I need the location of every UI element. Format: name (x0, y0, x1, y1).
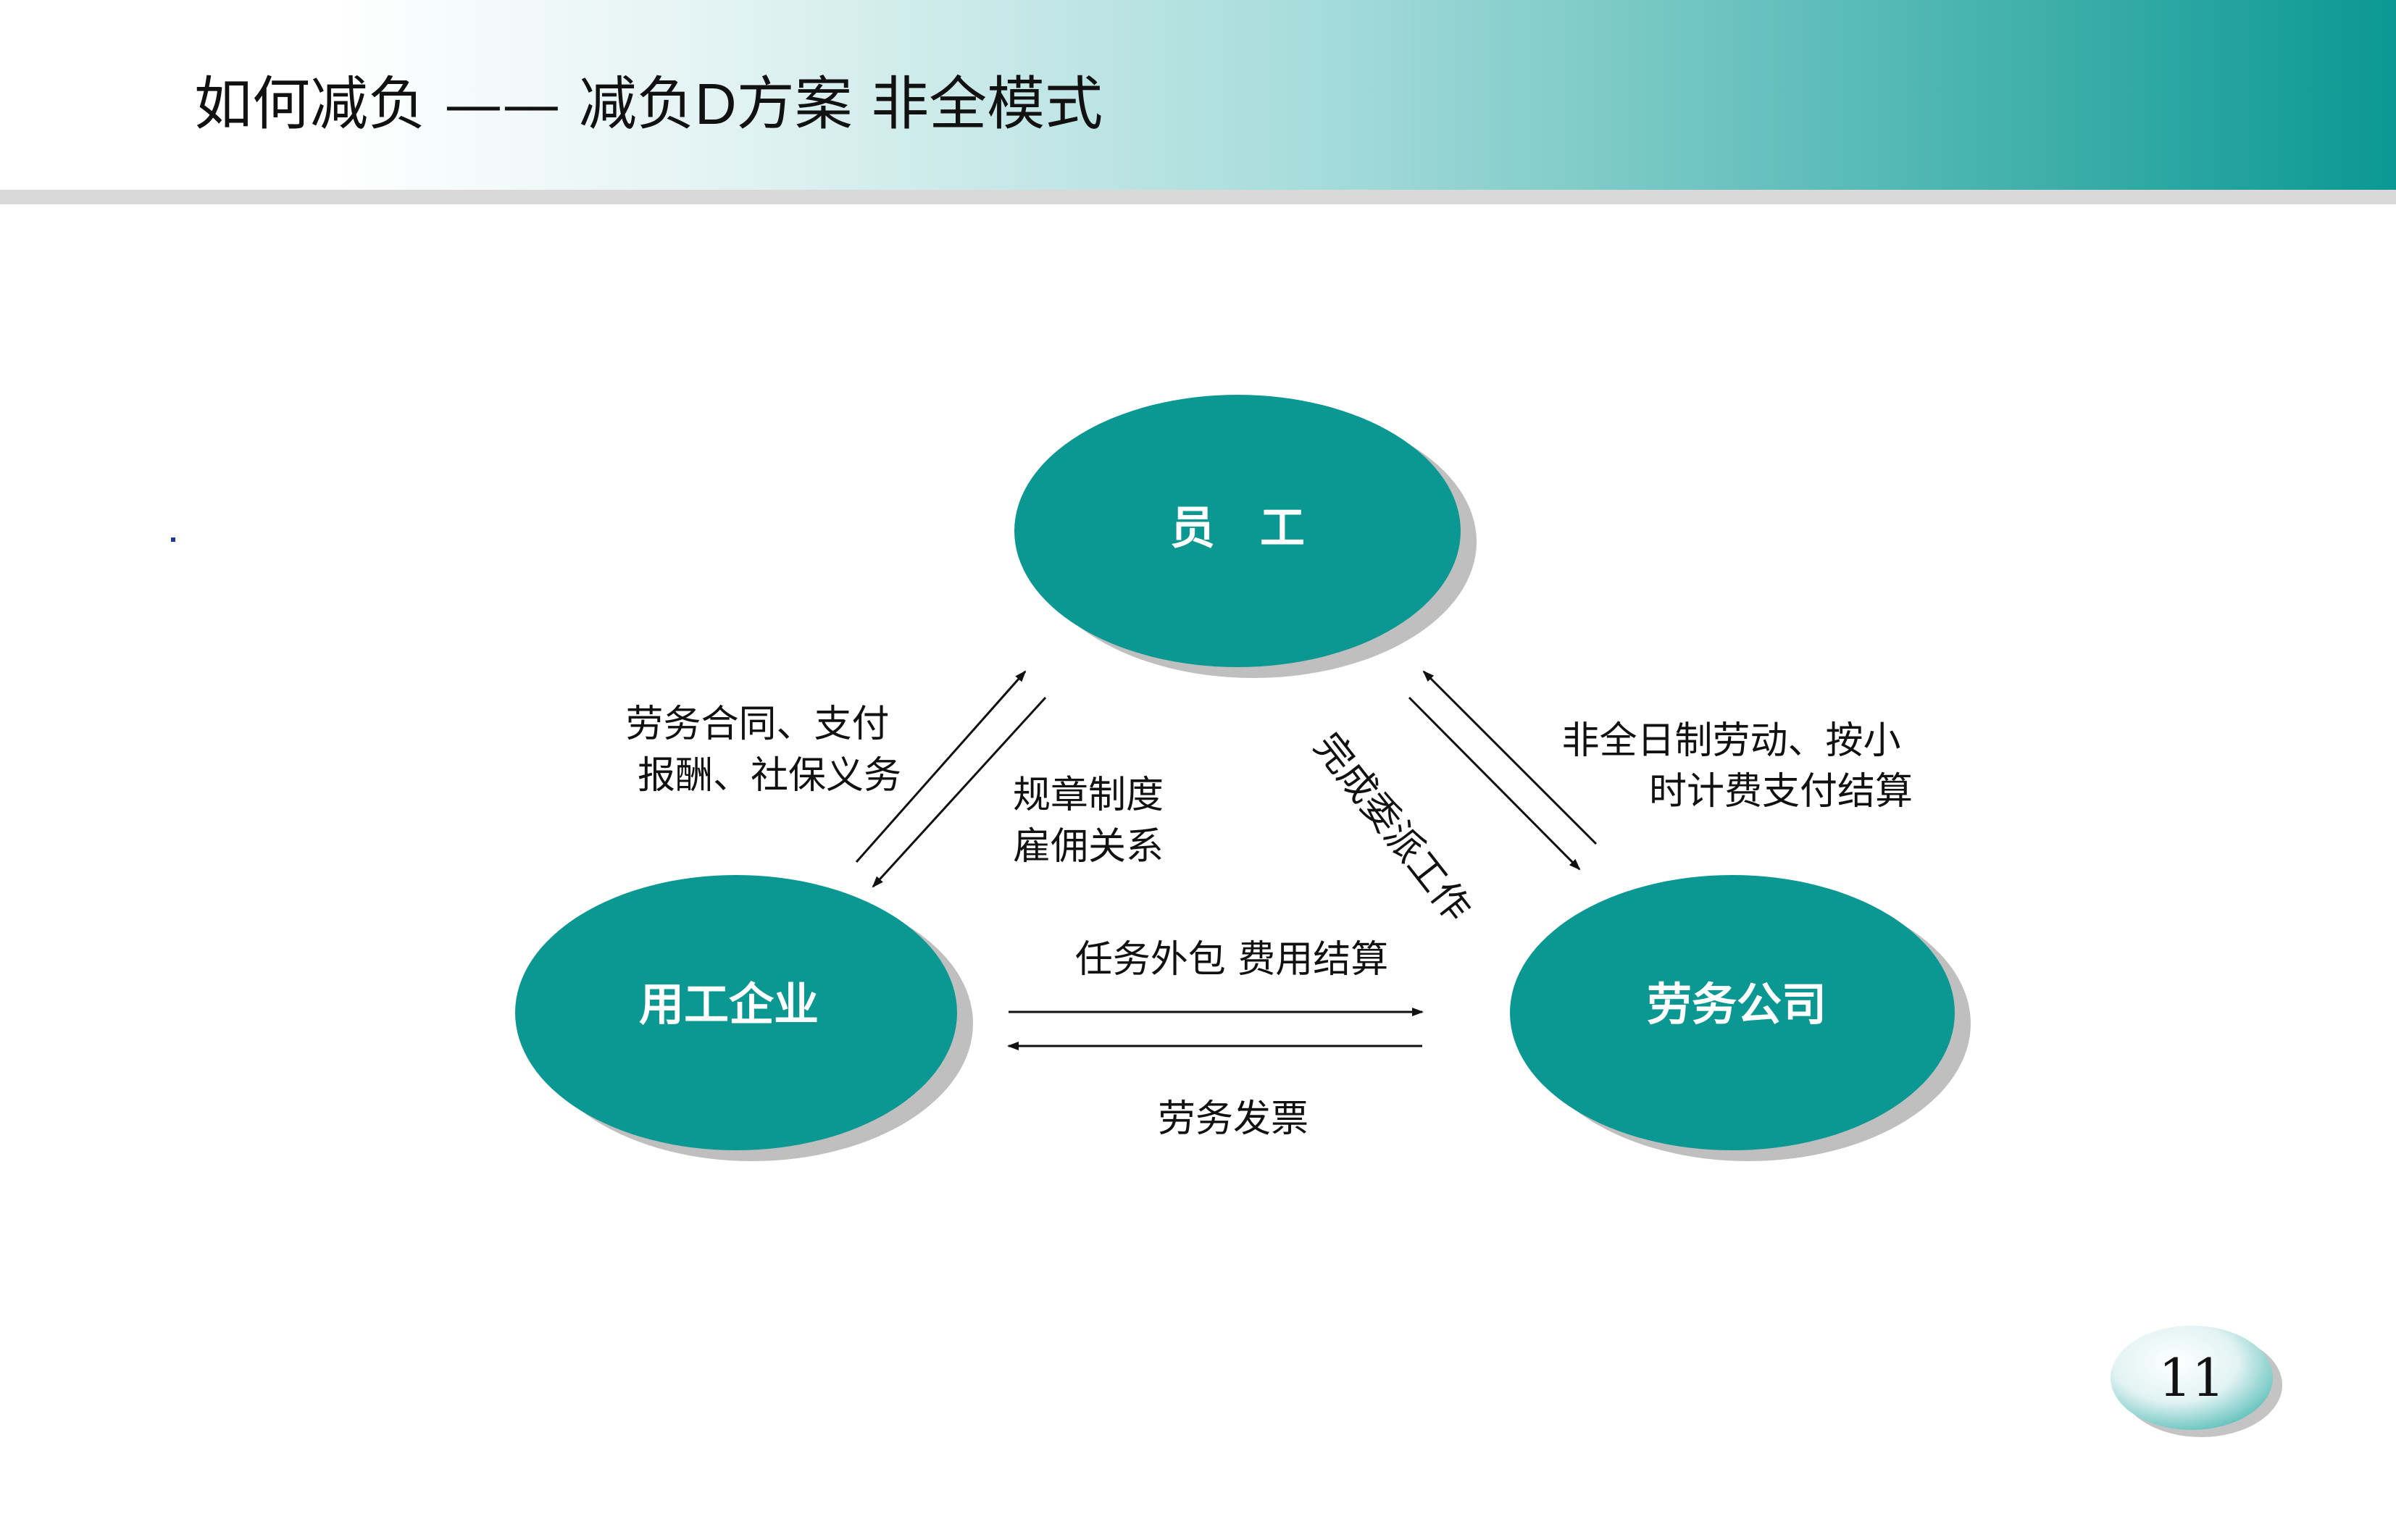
node-labor-company: 劳务公司 (1510, 875, 1971, 1161)
stray-dot (171, 537, 175, 542)
edge-label-contract-line2: 报酬、社保义务 (638, 754, 901, 798)
arrow-enterprise-to-employee (855, 670, 1027, 863)
edge-label-contract: 劳务合同、支付 报酬、社保义务 (625, 703, 901, 798)
node-employee: 员 工 (1014, 395, 1477, 678)
page-number-text: 11 (2158, 1347, 2225, 1408)
edge-label-part-time-line1: 非全日制劳动、按小 (1561, 719, 1900, 763)
page-number-badge (2111, 1326, 2282, 1437)
edge-label-rules: 规章制度 雇佣关系 (1013, 774, 1176, 869)
edge-label-outsourcing: 任务外包 费用结算 (1075, 938, 1389, 982)
node-employee-label: 员 工 (1170, 501, 1305, 554)
arrow-employee-to-labor (1408, 696, 1581, 871)
node-enterprise-shape (515, 875, 957, 1150)
edge-label-contract-line1: 劳务合同、支付 (625, 703, 889, 746)
page-number: 11 (2105, 1320, 2279, 1436)
node-employee-shape (1014, 395, 1461, 667)
edge-label-assigned-work: 完成委派工作 (1306, 725, 1479, 930)
edge-label-invoice: 劳务发票 (1158, 1097, 1308, 1141)
edge-label-rules-line1: 规章制度 (1013, 774, 1164, 817)
header-band (0, 0, 2396, 190)
edge-label-rules-line2: 雇佣关系 (1013, 825, 1164, 869)
slide-title-part2: 方案 非全模式 (736, 70, 1103, 138)
header-divider (0, 190, 2396, 204)
edge-label-part-time-line2: 时计费支付结算 (1649, 770, 1913, 813)
node-labor-company-shape (1510, 875, 1955, 1150)
slide-title-latin: D (694, 72, 737, 136)
slide-title-part1: 如何减负 —— 减负 (194, 70, 695, 138)
node-enterprise-label: 用工企业 (639, 978, 819, 1031)
node-enterprise: 用工企业 (515, 875, 973, 1161)
node-labor-company-label: 劳务公司 (1647, 978, 1827, 1031)
arrow-labor-to-employee (1422, 670, 1598, 845)
slide-title: 如何减负 —— 减负D方案 非全模式 (194, 75, 1103, 133)
arrow-employee-to-enterprise (872, 696, 1047, 888)
edge-label-part-time: 非全日制劳动、按小 时计费支付结算 (1561, 719, 1913, 813)
page-number-badge-shape (2111, 1326, 2273, 1430)
